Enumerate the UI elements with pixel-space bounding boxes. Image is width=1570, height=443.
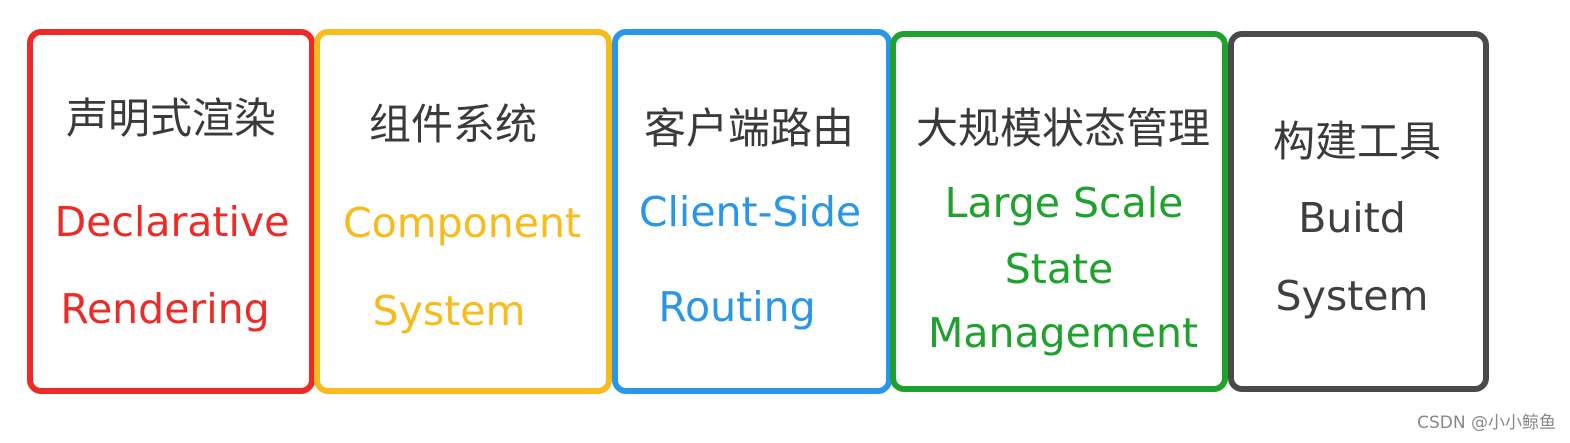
box-4-en-line-1: Large Scale bbox=[944, 179, 1184, 227]
box-declarative-rendering bbox=[27, 29, 315, 394]
box-4-en-line-2: State bbox=[1004, 245, 1114, 293]
box-4-zh-title: 大规模状态管理 bbox=[915, 104, 1211, 153]
box-4-en-line-3: Management bbox=[927, 309, 1199, 357]
box-3-en-line-1: Client-Side bbox=[638, 188, 862, 236]
box-3-en-line-2: Routing bbox=[658, 283, 816, 331]
box-2-zh-title: 组件系统 bbox=[368, 100, 538, 149]
box-1-en-line-2: Rendering bbox=[60, 285, 270, 333]
box-5-en-line-2: System bbox=[1275, 272, 1429, 320]
box-1-en-line-1: Declarative bbox=[54, 198, 290, 246]
box-2-en-line-2: System bbox=[372, 287, 526, 335]
box-component-system bbox=[314, 29, 612, 394]
box-5-en-line-1: Buitd bbox=[1298, 194, 1406, 242]
box-5-zh-title: 构建工具 bbox=[1272, 117, 1442, 166]
box-client-side-routing bbox=[612, 29, 892, 394]
watermark: CSDN @小小鲸鱼 bbox=[1417, 413, 1556, 433]
box-2-en-line-1: Component bbox=[342, 199, 582, 247]
box-large-scale-state-management bbox=[890, 31, 1228, 392]
box-build-system bbox=[1228, 31, 1489, 392]
box-3-zh-title: 客户端路由 bbox=[643, 104, 855, 153]
box-1-zh-title: 声明式渲染 bbox=[65, 94, 277, 143]
